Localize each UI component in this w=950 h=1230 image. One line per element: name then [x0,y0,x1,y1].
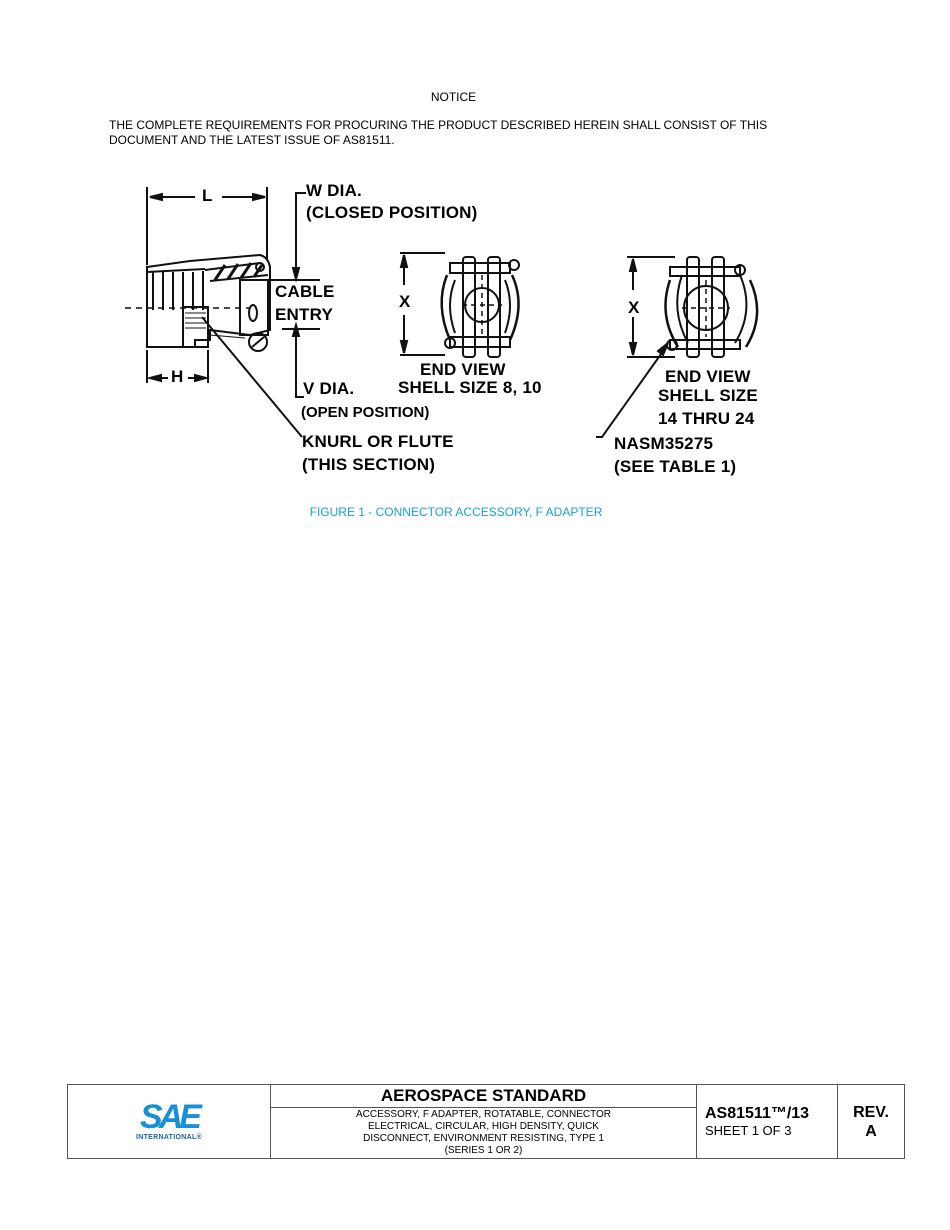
sae-logo-subtitle: INTERNATIONAL® [135,1134,202,1141]
notice-title: NOTICE [430,90,477,104]
shell-range-right-label: 14 THRU 24 [658,409,755,428]
shell-size-left-label: SHELL SIZE 8, 10 [398,378,542,397]
figure-1: L H W DIA. (CLOSED POSITION) CABLE ENTRY… [110,175,810,495]
dim-l-label: L [202,186,213,205]
document-number: AS81511™/13 [705,1105,810,1122]
v-dia-label: V DIA. [303,379,355,398]
title-cell: AEROSPACE STANDARD ACCESSORY, F ADAPTER,… [271,1085,697,1158]
nasm-label: NASM35275 [614,434,714,453]
cable-label: CABLE [275,282,335,301]
document-number-cell: AS81511™/13 SHEET 1 OF 3 [697,1085,838,1158]
entry-label: ENTRY [275,305,333,324]
shell-size-right-label: SHELL SIZE [658,386,758,405]
figure-caption: FIGURE 1 - CONNECTOR ACCESSORY, F ADAPTE… [309,505,603,519]
description-line: ELECTRICAL, CIRCULAR, HIGH DENSITY, QUIC… [368,1121,599,1132]
this-section-label: (THIS SECTION) [302,455,436,474]
document-heading: AEROSPACE STANDARD [271,1085,696,1108]
open-position-label: (OPEN POSITION) [301,404,430,421]
knurl-label: KNURL OR FLUTE [302,432,454,451]
end-view-right-label: END VIEW [665,367,751,386]
x-dim-right-label: X [628,298,640,317]
description-line: ACCESSORY, F ADAPTER, ROTATABLE, CONNECT… [355,1109,612,1120]
sae-logo: SAE [140,1098,202,1136]
title-block: SAE INTERNATIONAL® AEROSPACE STANDARD AC… [67,1084,905,1159]
see-table-label: (SEE TABLE 1) [614,457,737,476]
end-view-left-label: END VIEW [420,360,506,379]
revision-label: REV. [853,1103,889,1121]
connector-drawing [125,187,759,438]
revision-cell: REV. A [838,1085,904,1158]
notice-body: THE COMPLETE REQUIREMENTS FOR PROCURING … [109,118,768,147]
sheet-number: SHEET 1 OF 3 [705,1123,792,1138]
w-dia-label: W DIA. [306,181,362,200]
logo-cell: SAE INTERNATIONAL® [68,1085,271,1158]
revision-value: A [865,1122,877,1140]
description-line: DISCONNECT, ENVIRONMENT RESISTING, TYPE … [363,1133,604,1144]
dim-h-label: H [171,367,184,386]
x-dim-left-label: X [399,292,411,311]
closed-position-label: (CLOSED POSITION) [306,203,478,222]
description-line: (SERIES 1 OR 2) [444,1145,523,1156]
document-description: ACCESSORY, F ADAPTER, ROTATABLE, CONNECT… [271,1108,696,1157]
